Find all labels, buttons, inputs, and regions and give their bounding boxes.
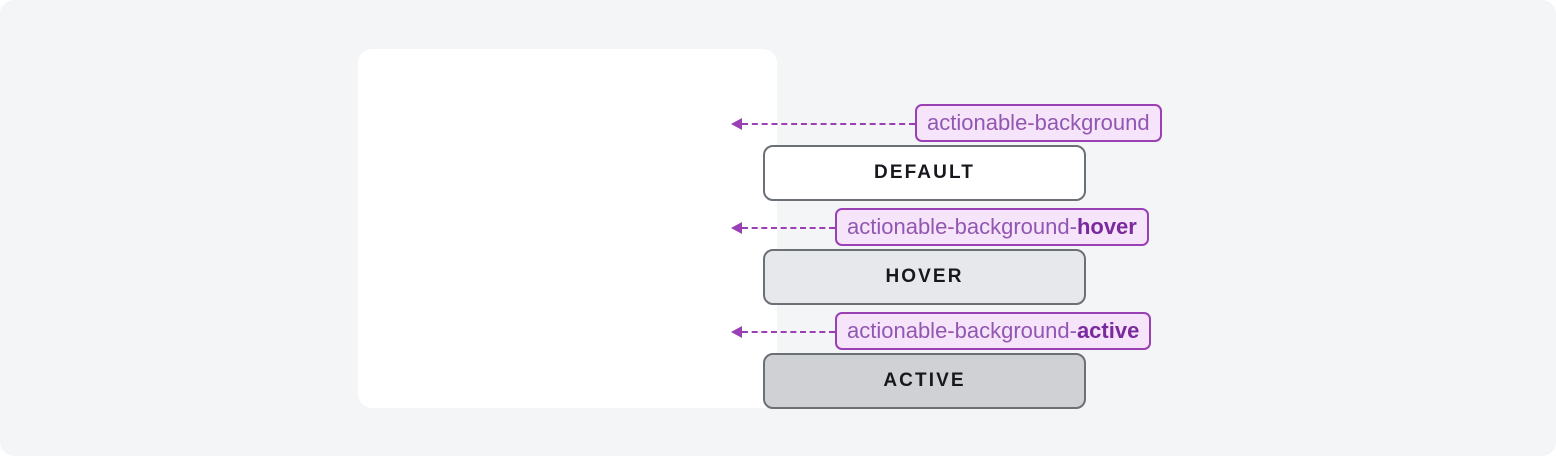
arrow-left-icon: [731, 222, 742, 234]
dashed-connector-line: [742, 331, 835, 333]
connector-active: [731, 322, 835, 342]
dashed-connector-line: [742, 123, 915, 125]
states-card: DEFAULT HOVER ACTIVE: [358, 49, 1086, 409]
default-button-label: DEFAULT: [874, 162, 975, 183]
token-base-hover: actionable-background-: [847, 214, 1077, 239]
arrow-left-icon: [731, 118, 742, 130]
connector-default: [731, 114, 915, 134]
token-suffix-active: active: [1076, 318, 1140, 343]
token-suffix-hover: hover: [1076, 214, 1137, 239]
arrow-left-icon: [731, 326, 742, 338]
active-state-button[interactable]: ACTIVE: [763, 353, 1086, 409]
token-chip-active: actionable-background-active: [835, 312, 1152, 350]
hover-state-button[interactable]: HOVER: [763, 249, 1086, 305]
default-state-button[interactable]: DEFAULT: [763, 145, 1086, 201]
token-chip-default: actionable-background: [915, 104, 1162, 142]
dashed-connector-line: [742, 227, 835, 229]
token-chip-hover: actionable-background-hover: [835, 208, 1149, 246]
token-base-default: actionable-background: [927, 110, 1150, 135]
token-base-active: actionable-background-: [847, 318, 1077, 343]
active-button-label: ACTIVE: [883, 370, 966, 391]
hover-button-label: HOVER: [885, 266, 964, 287]
connector-hover: [731, 218, 835, 238]
